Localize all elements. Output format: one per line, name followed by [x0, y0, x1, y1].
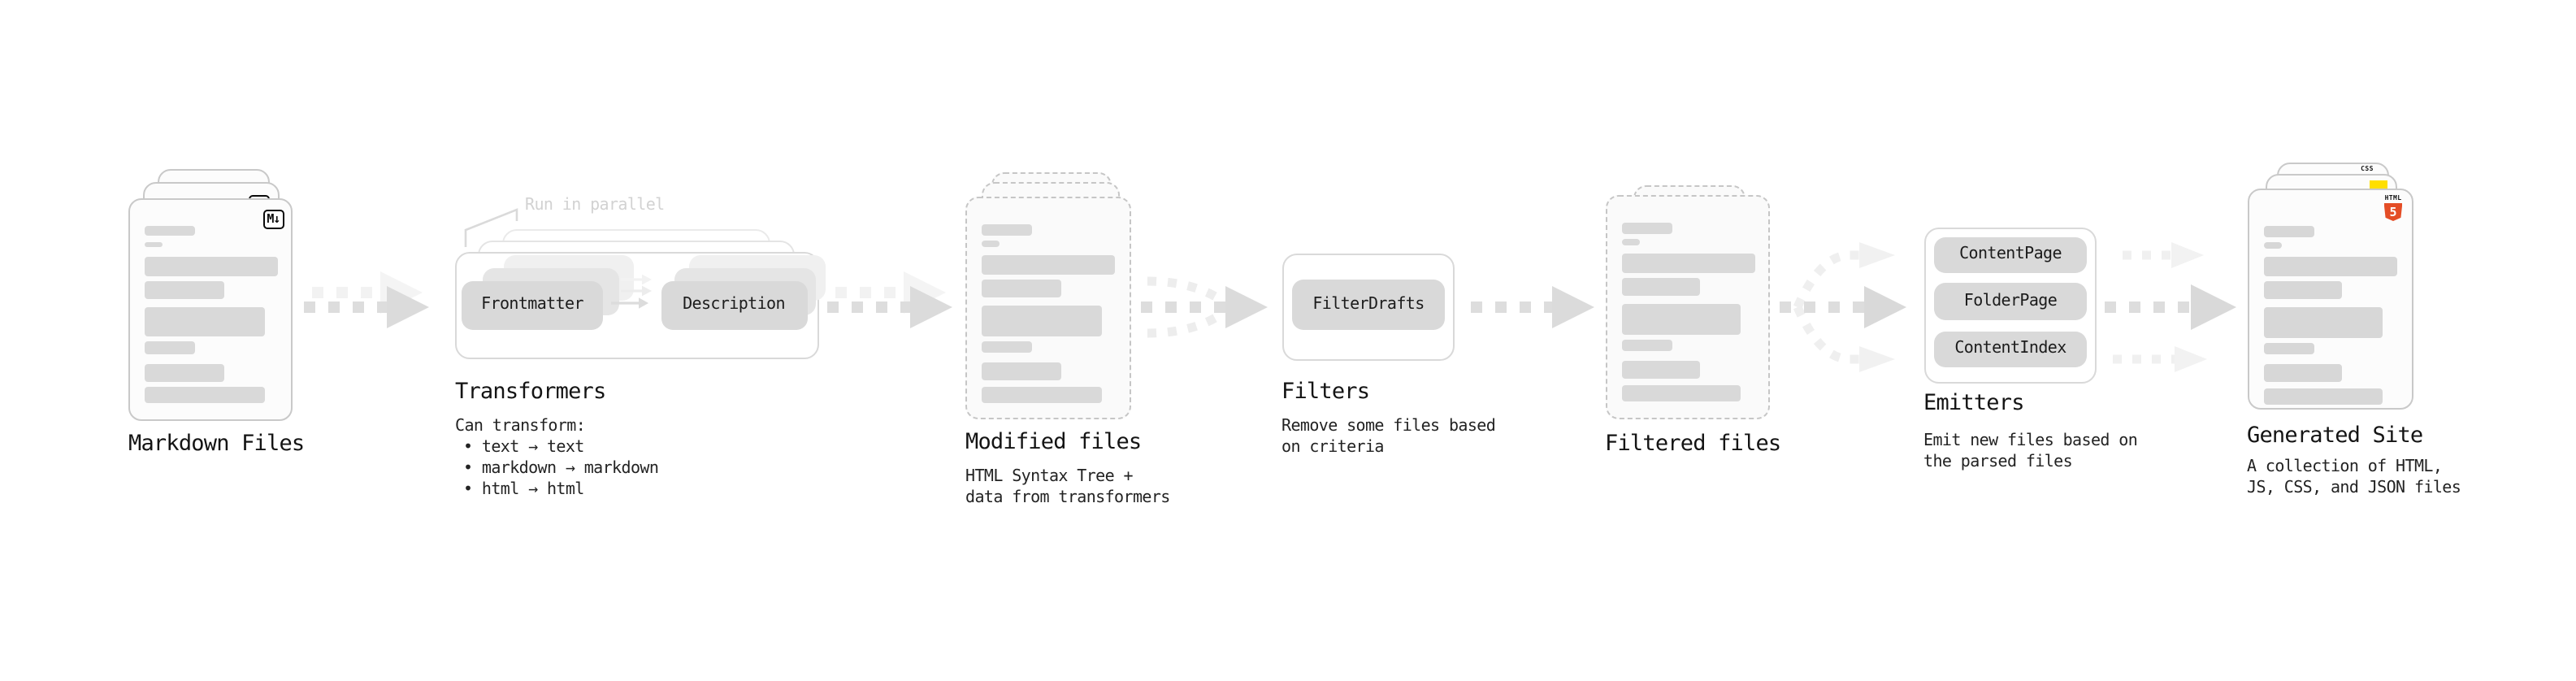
flow-arrow-markdown-to-transformers: [304, 271, 429, 328]
file-content-placeholder: [145, 225, 278, 403]
desc-line: Emit new files based on: [1923, 432, 2138, 450]
flow-arrow-filtered-to-emitters: [1780, 242, 1906, 372]
html5-word: HTML: [2384, 193, 2402, 201]
stage-title-filtered: Filtered files: [1605, 430, 1781, 456]
stage-title-emitters: Emitters: [1923, 390, 2024, 416]
emitter-chip-folderpage: FolderPage: [1934, 283, 2087, 319]
desc-line: data from transformers: [965, 488, 1170, 507]
transformer-chip-description: Description: [661, 280, 807, 329]
markdown-file-card-front: M↓: [128, 197, 293, 420]
run-in-parallel-label: Run in parallel: [525, 196, 665, 214]
file-content-placeholder: [1621, 223, 1754, 401]
stage-title-filters: Filters: [1281, 379, 1370, 405]
parallel-arrows-icon: [611, 274, 652, 309]
desc-line: Remove some files based: [1281, 417, 1496, 435]
html5-icon: HTML 5: [2383, 193, 2404, 221]
markdown-icon: M↓: [262, 210, 284, 228]
bullet-item: • html → html: [463, 480, 584, 499]
desc-line: on criteria: [1281, 438, 1384, 457]
filter-chip-filterdrafts: FilterDrafts: [1292, 279, 1445, 329]
stage-title-transformers: Transformers: [455, 379, 606, 405]
desc-line: HTML Syntax Tree +: [965, 467, 1134, 485]
flow-arrow-modified-to-filters: [1141, 276, 1268, 338]
js-icon: [2370, 180, 2387, 190]
annotation-callout-line: [464, 208, 518, 247]
modified-file-card-front: [965, 197, 1131, 419]
stage-desc-generated: A collection of HTML, JS, CSS, and JSON …: [2247, 457, 2461, 500]
stage-title-generated: Generated Site: [2247, 422, 2423, 448]
desc-line: JS, CSS, and JSON files: [2247, 479, 2461, 498]
flow-arrow-emitters-to-generated: [2105, 242, 2236, 372]
bullet-item: • markdown → markdown: [463, 459, 659, 478]
stage-title-modified: Modified files: [965, 429, 1142, 455]
bullet-item: • text → text: [463, 438, 584, 456]
stage-title-markdown: Markdown Files: [128, 431, 305, 457]
generated-file-card-front: HTML 5: [2247, 189, 2413, 409]
desc-line: A collection of HTML,: [2247, 458, 2443, 476]
emitter-chip-contentpage: ContentPage: [1934, 237, 2087, 272]
desc-line: the parsed files: [1923, 453, 2073, 472]
stage-desc-emitters: Emit new files based on the parsed files: [1923, 431, 2138, 474]
file-content-placeholder: [982, 224, 1115, 402]
stage-desc-transformers: Can transform:: [455, 415, 586, 436]
html5-shield: 5: [2383, 202, 2403, 221]
transformers-bullet-list: • text → text • markdown → markdown • ht…: [463, 436, 659, 501]
filtered-file-card-front: [1605, 195, 1770, 419]
desc-line: Can transform:: [455, 417, 586, 435]
file-content-placeholder: [2263, 226, 2396, 404]
stage-desc-modified: HTML Syntax Tree + data from transformer…: [965, 466, 1170, 509]
stage-desc-filters: Remove some files based on criteria: [1281, 415, 1496, 458]
flow-arrow-filters-to-filtered: [1471, 286, 1594, 328]
transformer-chip-frontmatter: Frontmatter: [462, 280, 603, 329]
css-word: CSS: [2361, 164, 2374, 172]
html5-numeral: 5: [2389, 204, 2397, 219]
emitter-chip-contentindex: ContentIndex: [1934, 331, 2087, 367]
flow-arrow-transformers-to-modified: [827, 271, 952, 328]
